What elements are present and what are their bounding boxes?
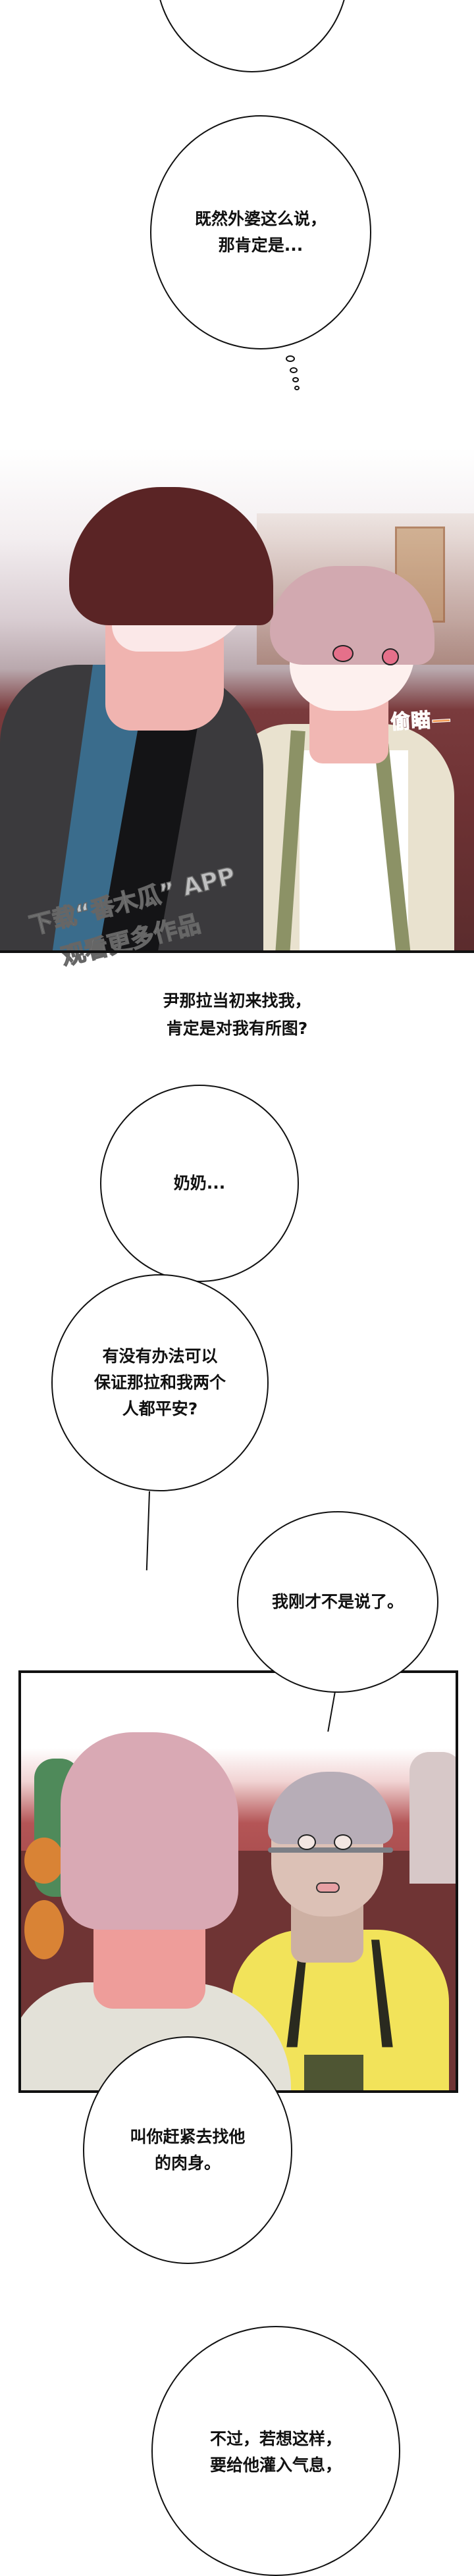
dark-hair-man-hair	[69, 487, 273, 625]
speech-bubble-grandma-reply: 我刚才不是说了。	[237, 1511, 438, 1693]
narration-text: 尹那拉当初来找我， 肯定是对我有所图?	[163, 991, 311, 1038]
thought-bubble-1-text: 既然外婆这么说， 那肯定是...	[194, 209, 327, 255]
panel-two-men	[0, 448, 474, 952]
speech-bubble-grandma-body-text: 叫你赶紧去找他 的肉身。	[130, 2127, 246, 2173]
grandma-hair	[268, 1772, 393, 1844]
thought-dot	[290, 367, 298, 373]
boy-hair-back	[61, 1732, 238, 1930]
eye-icon	[298, 1834, 316, 1850]
speech-bubble-question: 有没有办法可以 保证那拉和我两个 人都平安?	[51, 1274, 269, 1491]
grandma-bow	[304, 2055, 363, 2090]
panel-grandma	[18, 1670, 458, 2093]
speech-bubble-top-partial	[155, 0, 349, 72]
speech-bubble-grandma-call-text: 奶奶...	[173, 1173, 226, 1193]
grandma-hairpin	[268, 1847, 393, 1853]
sfx-peek: 偷瞄—	[390, 708, 453, 734]
speech-tail	[145, 1491, 150, 1570]
background-pumpkin	[24, 1838, 64, 1884]
background-pumpkin	[24, 1900, 64, 1959]
speech-bubble-question-text: 有没有办法可以 保证那拉和我两个 人都平安?	[93, 1347, 226, 1418]
thought-dot	[292, 377, 299, 382]
thought-dot	[294, 386, 300, 390]
eye-icon	[382, 648, 399, 665]
speech-bubble-grandma-however: 不过，若想这样， 要给他灌入气息，	[151, 2326, 400, 2576]
panel-bottom-border	[0, 950, 474, 953]
light-hair-man-hair	[270, 566, 434, 665]
thought-dot	[286, 355, 295, 362]
grandma-mouth	[316, 1882, 340, 1893]
eye-icon	[334, 1834, 352, 1850]
speech-bubble-grandma-body: 叫你赶紧去找他 的肉身。	[83, 2036, 292, 2264]
eye-icon	[332, 645, 354, 662]
background-statue	[409, 1752, 456, 1884]
speech-bubble-grandma-call: 奶奶...	[100, 1085, 299, 1282]
thought-bubble-1: 既然外婆这么说， 那肯定是...	[150, 115, 371, 349]
speech-bubble-grandma-however-text: 不过，若想这样， 要给他灌入气息，	[209, 2429, 342, 2475]
speech-bubble-grandma-reply-text: 我刚才不是说了。	[271, 1592, 404, 1611]
